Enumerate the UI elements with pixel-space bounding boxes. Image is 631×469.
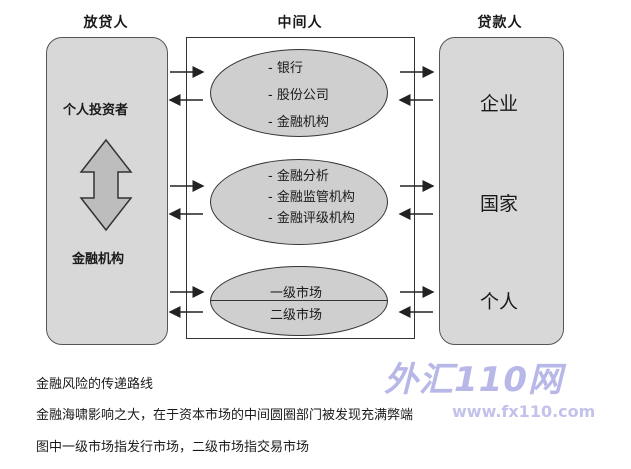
lender-financial-institution: 金融机构 — [72, 252, 125, 267]
watermark-url: www.fx110.com — [452, 402, 596, 421]
lender-individual-investor: 个人投资者 — [63, 103, 129, 118]
caption-line-2: 金融海啸影响之大，在于资本市场的中间圆圈部门被发现充满弊端 — [36, 408, 414, 423]
borrower-individual: 个人 — [480, 291, 519, 313]
ellipse1-item-financial-institution: - 金融机构 — [268, 115, 329, 130]
middle-column-title: 中间人 — [277, 15, 323, 31]
caption-line-1: 金融风险的传递路线 — [36, 377, 154, 392]
intermediary-ellipse-markets — [210, 266, 388, 336]
intermediary-ellipse-analysis — [210, 159, 388, 245]
ellipse3-secondary-market: 二级市场 — [270, 308, 323, 323]
ellipse3-primary-market: 一级市场 — [270, 286, 323, 301]
borrower-country: 国家 — [480, 193, 519, 215]
caption-line-3: 图中一级市场指发行市场，二级市场指交易市场 — [36, 440, 310, 455]
borrower-enterprise: 企业 — [480, 93, 519, 115]
watermark-logo: 外汇110网 — [384, 360, 563, 400]
ellipse2-item-financial-analysis: - 金融分析 — [268, 169, 329, 184]
borrower-column-title: 贷款人 — [477, 15, 523, 31]
borrower-box — [439, 37, 564, 345]
double-arrow-icon — [79, 138, 133, 232]
ellipse2-item-regulatory-agency: - 金融监管机构 — [268, 190, 355, 205]
ellipse1-item-bank: - 银行 — [268, 61, 303, 76]
lender-column-title: 放贷人 — [83, 15, 129, 31]
ellipse2-item-rating-agency: - 金融评级机构 — [268, 211, 355, 226]
market-divider-line — [210, 300, 388, 301]
ellipse1-item-joint-stock-company: - 股份公司 — [268, 88, 329, 103]
intermediary-ellipse-institutions — [210, 49, 388, 137]
